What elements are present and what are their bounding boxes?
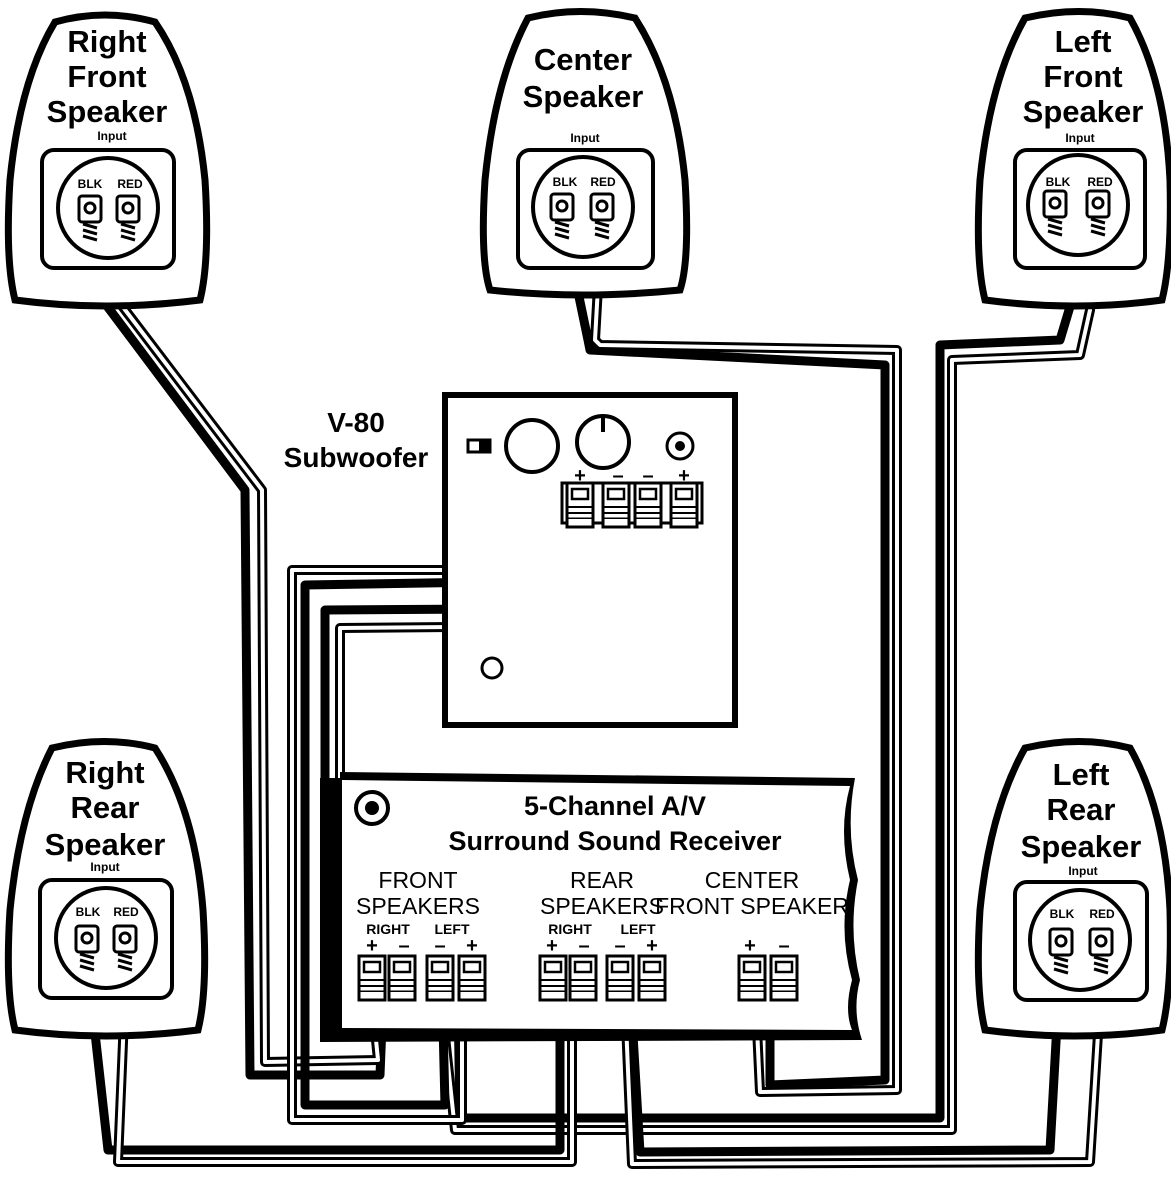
front-polarity-2: –	[398, 935, 409, 957]
left-front-red-label: RED	[1087, 175, 1113, 189]
right-front-speaker: Right Front Speaker Input BLK RED	[4, 11, 211, 310]
right-front-label-3: Speaker	[47, 94, 168, 129]
subwoofer-crossover-knob[interactable]	[575, 414, 631, 470]
subwoofer-terminal-2[interactable]	[601, 481, 631, 529]
right-rear-input-plate: BLK RED	[38, 878, 174, 1000]
center-plus-terminal[interactable]	[737, 954, 767, 1002]
left-front-input-plate: BLK RED	[1013, 148, 1147, 270]
center-front-label-1: CENTER	[705, 867, 800, 893]
front-polarity-1: +	[366, 935, 378, 957]
center-minus-terminal[interactable]	[769, 954, 799, 1002]
subwoofer-volume-knob[interactable]	[504, 418, 560, 474]
subwoofer-polarity-4: +	[678, 465, 690, 487]
subwoofer-terminal-3[interactable]	[633, 481, 663, 529]
rear-speakers-label-1: REAR	[570, 867, 634, 893]
rear-polarity-1: +	[546, 935, 558, 957]
subwoofer-power-switch[interactable]	[466, 438, 492, 454]
center-label-1: Center	[534, 42, 632, 77]
center-front-label-2: FRONT SPEAKER	[655, 893, 849, 919]
right-front-input-label: Input	[97, 129, 126, 143]
left-rear-input-plate: BLK RED	[1013, 880, 1149, 1002]
front-right-plus-terminal[interactable]	[357, 954, 387, 1002]
front-left-minus-terminal[interactable]	[425, 954, 455, 1002]
right-front-blk-label: BLK	[78, 177, 103, 191]
center-polarity-2: –	[778, 935, 789, 957]
front-speakers-label-1: FRONT	[378, 867, 457, 893]
subwoofer-polarity-3: –	[642, 465, 653, 487]
left-front-label-2: Front	[1043, 59, 1122, 94]
subwoofer-label-1: V-80	[327, 407, 385, 438]
left-front-label-3: Speaker	[1023, 94, 1144, 129]
left-rear-red-label: RED	[1089, 907, 1115, 921]
rear-right-plus-terminal[interactable]	[538, 954, 568, 1002]
subwoofer-terminal-1[interactable]	[565, 481, 595, 529]
subwoofer: V-80 Subwoofer + – – +	[284, 392, 738, 728]
subwoofer-polarity-2: –	[612, 465, 623, 487]
front-left-label: LEFT	[435, 921, 470, 937]
subwoofer-led-icon	[665, 431, 695, 461]
rear-right-minus-terminal[interactable]	[568, 954, 598, 1002]
center-blk-label: BLK	[553, 175, 578, 189]
receiver: 5-Channel A/V Surround Sound Receiver FR…	[320, 772, 862, 1042]
subwoofer-terminal-4[interactable]	[669, 481, 699, 529]
right-rear-red-label: RED	[113, 905, 139, 919]
right-front-red-label: RED	[117, 177, 143, 191]
left-rear-input-label: Input	[1068, 864, 1097, 878]
front-right-label: RIGHT	[366, 921, 410, 937]
right-rear-input-label: Input	[90, 860, 119, 874]
right-rear-blk-label: BLK	[76, 905, 101, 919]
center-label-2: Speaker	[523, 79, 644, 114]
speaker-wires	[83, 205, 1107, 1169]
receiver-title-2: Surround Sound Receiver	[448, 826, 782, 856]
rear-polarity-4: +	[646, 935, 658, 957]
subwoofer-screw-icon	[480, 656, 504, 680]
front-polarity-3: –	[434, 935, 445, 957]
center-speaker: Center Speaker Input BLK RED	[479, 8, 691, 299]
left-rear-label-2: Rear	[1047, 792, 1116, 827]
right-rear-label-1: Right	[65, 755, 144, 790]
front-polarity-4: +	[466, 935, 478, 957]
receiver-power-icon[interactable]	[354, 790, 390, 826]
center-red-label: RED	[590, 175, 616, 189]
center-input-label: Input	[570, 131, 599, 145]
front-right-minus-terminal[interactable]	[387, 954, 417, 1002]
left-rear-label-3: Speaker	[1021, 829, 1142, 864]
front-speakers-label-2: SPEAKERS	[356, 893, 480, 919]
center-polarity-1: +	[744, 935, 756, 957]
left-front-input-label: Input	[1065, 131, 1094, 145]
left-front-label-1: Left	[1055, 24, 1112, 59]
right-rear-speaker: Right Rear Speaker Input BLK RED	[4, 738, 209, 1040]
rear-left-minus-terminal[interactable]	[605, 954, 635, 1002]
right-rear-label-3: Speaker	[45, 827, 166, 862]
rear-left-plus-terminal[interactable]	[637, 954, 667, 1002]
right-front-input-plate: BLK RED	[40, 148, 176, 270]
left-front-speaker: Left Front Speaker Input BLK RED	[974, 8, 1171, 310]
center-input-plate: BLK RED	[516, 148, 655, 270]
rear-polarity-3: –	[614, 935, 625, 957]
left-rear-speaker: Left Rear Speaker Input BLK RED	[974, 738, 1171, 1040]
subwoofer-terminal-block	[560, 481, 704, 529]
rear-polarity-2: –	[578, 935, 589, 957]
rear-left-label: LEFT	[621, 921, 656, 937]
rear-speakers-label-2: SPEAKERS	[540, 893, 664, 919]
rear-right-label: RIGHT	[548, 921, 592, 937]
front-left-plus-terminal[interactable]	[457, 954, 487, 1002]
left-rear-label-1: Left	[1053, 757, 1110, 792]
left-front-blk-label: BLK	[1046, 175, 1071, 189]
subwoofer-polarity-1: +	[574, 465, 586, 487]
right-rear-label-2: Rear	[71, 790, 140, 825]
right-front-label-2: Front	[67, 59, 146, 94]
left-rear-blk-label: BLK	[1050, 907, 1075, 921]
subwoofer-label-2: Subwoofer	[284, 442, 429, 473]
right-front-label-1: Right	[67, 24, 146, 59]
receiver-title-1: 5-Channel A/V	[524, 791, 706, 821]
